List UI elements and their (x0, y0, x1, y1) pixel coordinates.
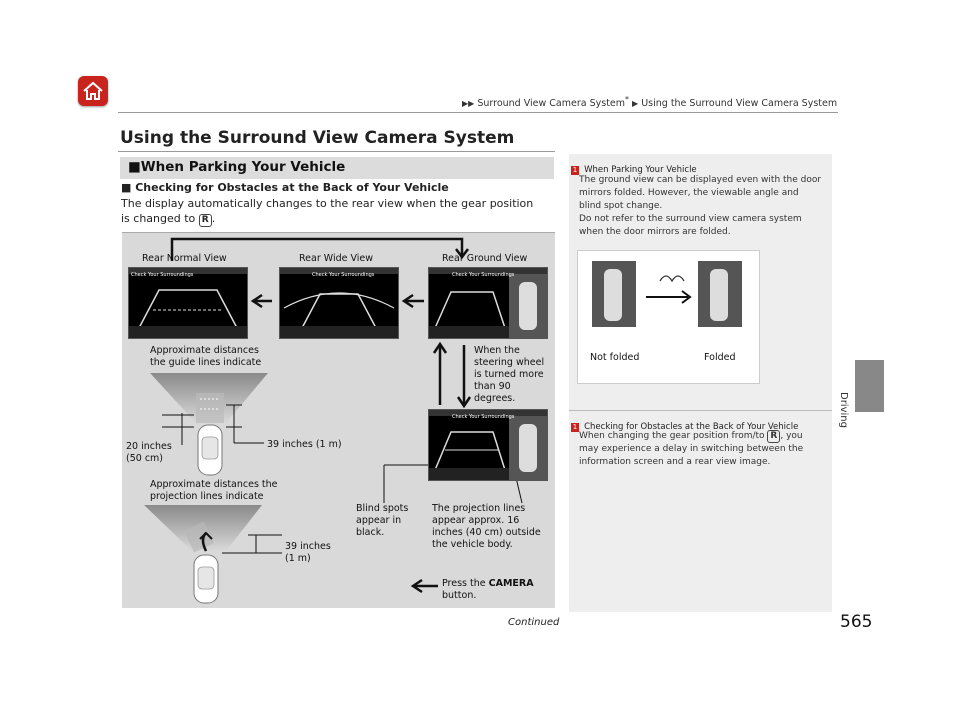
screen-caption-3: Check Your Surroundings (452, 272, 515, 278)
blind-3: black. (356, 527, 385, 538)
title-rule (118, 151, 555, 152)
note-2-title: 1 Checking for Obstacles at the Back of … (571, 422, 799, 432)
screen-caption-2: Check Your Surroundings (312, 272, 375, 278)
screen-rear-wide (279, 267, 399, 339)
breadcrumb: ▶▶ Surround View Camera System* ▶ Using … (462, 95, 837, 109)
dist-20-2: (50 cm) (126, 453, 163, 464)
note-divider (569, 410, 832, 411)
triangle-icon: ▶ (632, 99, 639, 109)
guide-caption-1: Approximate distances (150, 345, 259, 356)
dist-39b-2: (1 m) (285, 553, 311, 564)
note-1-title: 1 When Parking Your Vehicle (571, 165, 697, 175)
note-icon: 1 (571, 166, 579, 175)
breadcrumb-link-surround[interactable]: Surround View Camera System (477, 98, 626, 110)
screen-caption-1: Check Your Surroundings (131, 272, 194, 278)
blind-1: Blind spots (356, 503, 409, 514)
mirror-figure: Not folded Folded (577, 250, 760, 384)
proj-lines-4: the vehicle body. (432, 539, 513, 550)
body-paragraph: The display automatically changes to the… (121, 197, 534, 227)
dist-39b-1: 39 inches (285, 541, 331, 552)
steer-text-4: than 90 (474, 381, 511, 392)
proj-lines-3: inches (40 cm) outside (432, 527, 541, 538)
blind-2: appear in (356, 515, 402, 526)
asterisk: * (625, 95, 629, 104)
not-folded-label: Not folded (590, 352, 640, 363)
steer-text-5: degrees. (474, 393, 516, 404)
chapter-label: Driving (838, 392, 849, 428)
press-camera-text: Press the CAMERA (442, 578, 534, 589)
gear-r-key: R (198, 214, 212, 227)
screen-rear-normal (128, 267, 248, 339)
page-title: Using the Surround View Camera System (120, 128, 515, 148)
home-icon (83, 81, 103, 100)
proj-lines-2: appear approx. 16 (432, 515, 520, 526)
subheading: ■ Checking for Obstacles at the Back of … (121, 181, 449, 194)
header-rule (118, 112, 838, 113)
dist-39: 39 inches (1 m) (267, 439, 342, 450)
page-number: 565 (840, 612, 873, 632)
screen-caption-4: Check Your Surroundings (452, 414, 515, 420)
home-button[interactable] (78, 76, 108, 106)
proj-caption-2: projection lines indicate (150, 491, 264, 502)
label-rear-normal: Rear Normal View (142, 253, 227, 264)
screen-projection-view (428, 409, 548, 481)
label-rear-wide: Rear Wide View (299, 253, 374, 264)
proj-lines-1: The projection lines (432, 503, 526, 514)
camera-diagram: Check Your Surroundings Check Your Surro… (122, 232, 555, 608)
steer-text-3: is turned more (474, 369, 544, 380)
screen-rear-ground (428, 267, 548, 339)
folded-label: Folded (704, 352, 736, 363)
section-heading: ■When Parking Your Vehicle (120, 157, 554, 179)
press-camera-text-2: button. (442, 590, 477, 601)
double-triangle-icon: ▶▶ (462, 99, 475, 109)
guide-caption-2: the guide lines indicate (150, 357, 262, 368)
note-icon: 1 (571, 423, 579, 432)
note-1-body: The ground view can be displayed even wi… (579, 175, 822, 237)
diagram-graphics (144, 237, 523, 604)
dist-20-1: 20 inches (126, 441, 172, 452)
continued-label: Continued (508, 617, 560, 628)
steer-text-1: When the (474, 345, 520, 356)
breadcrumb-current: Using the Surround View Camera System (641, 98, 838, 110)
steer-text-2: steering wheel (474, 357, 545, 368)
label-rear-ground: Rear Ground View (442, 253, 528, 264)
notes-sidebar: 1 When Parking Your Vehicle The ground v… (569, 154, 832, 612)
chapter-tab[interactable] (855, 360, 884, 412)
gear-r-key: R (767, 430, 781, 443)
proj-caption-1: Approximate distances the (150, 479, 278, 490)
note-2-body: When changing the gear position from/to … (579, 430, 804, 467)
